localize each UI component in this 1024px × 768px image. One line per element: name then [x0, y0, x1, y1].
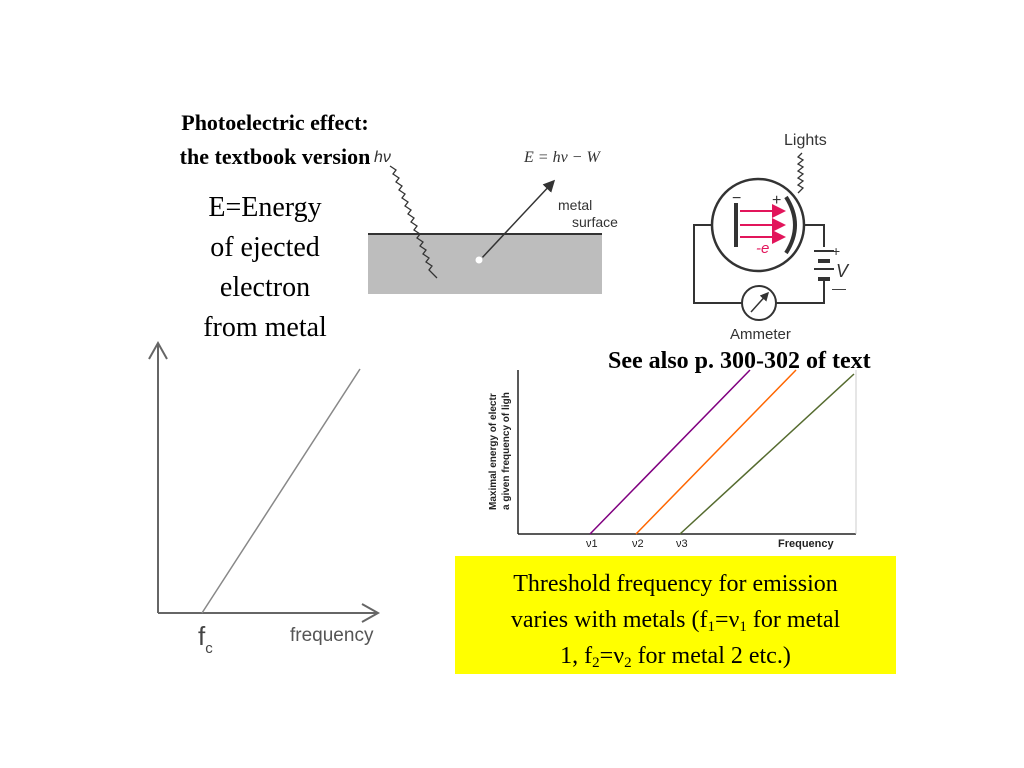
- x-axis-arrowhead: [361, 603, 381, 623]
- y-axis-label-1: Maximal energy of electr: [488, 393, 499, 510]
- frequency-axis-label-right: Frequency: [778, 538, 835, 550]
- electron-label: -e: [756, 240, 769, 257]
- incoming-photon-ray: [389, 165, 438, 279]
- battery-plus-label: +: [832, 243, 840, 259]
- battery-voltage-label: V: [836, 261, 850, 281]
- explanation-line-2: varies with metals (f1=ν1 for metal: [510, 607, 841, 635]
- tick-nu3: ν3: [676, 538, 688, 550]
- metal-surface-block: [368, 234, 602, 294]
- lights-label: Lights: [784, 132, 827, 149]
- circuit-wire: [693, 224, 825, 304]
- equation-label: E = hν − W: [523, 149, 601, 166]
- title-line-1: Photoelectric effect:: [181, 110, 369, 135]
- y-axis-label-2: a given frequency of ligh: [501, 392, 512, 510]
- ejected-electron-arrow: [479, 179, 556, 261]
- energy-line: [201, 368, 361, 614]
- explanation-line-3: 1, f2=ν2 for metal 2 etc.): [560, 643, 791, 671]
- tube-plus-label: +: [772, 192, 781, 209]
- battery-minus-label: —: [832, 280, 846, 296]
- ammeter-needle: [750, 291, 770, 313]
- anode-arc: [784, 195, 797, 255]
- slide-title: Photoelectric effect: the textbook versi…: [130, 106, 420, 174]
- metals-threshold-graph: Maximal energy of electr a given frequen…: [488, 369, 857, 550]
- phototube-circuit-diagram: Lights − + -e + V — Ammeter: [693, 132, 850, 343]
- metal-surface-diagram: hν E = hν − W metal surface: [368, 149, 618, 294]
- explanation-line-1: Threshold frequency for emission: [513, 571, 838, 597]
- energy-frequency-graph: frequency fc: [148, 340, 381, 657]
- see-also-reference: See also p. 300-302 of text: [608, 348, 871, 374]
- tube-minus-label: −: [732, 190, 741, 207]
- y-axis-arrowhead: [148, 340, 168, 360]
- threshold-explanation-box: Threshold frequency for emission varies …: [455, 556, 896, 674]
- surface-label: surface: [572, 214, 618, 230]
- energy-line-3: electron: [219, 272, 311, 303]
- frequency-axis-label: frequency: [290, 625, 374, 646]
- light-wave: [796, 152, 805, 194]
- energy-line-4: from metal: [203, 312, 327, 343]
- metal-1-line: [589, 369, 751, 535]
- tick-nu2: ν2: [632, 538, 644, 550]
- threshold-frequency-label: fc: [198, 621, 213, 657]
- metal-label: metal: [558, 197, 592, 213]
- ammeter-label: Ammeter: [730, 326, 791, 343]
- energy-label: E=Energy of ejected electron from metal: [180, 188, 350, 348]
- energy-line-2: of ejected: [210, 232, 320, 263]
- title-line-2: the textbook version: [179, 144, 371, 169]
- tick-nu1: ν1: [586, 538, 598, 550]
- metal-2-line: [635, 369, 797, 535]
- electron-dot: [474, 255, 484, 265]
- energy-line-1: E=Energy: [208, 192, 322, 223]
- h-nu-label: hν: [374, 149, 391, 166]
- metal-3-line: [679, 373, 855, 535]
